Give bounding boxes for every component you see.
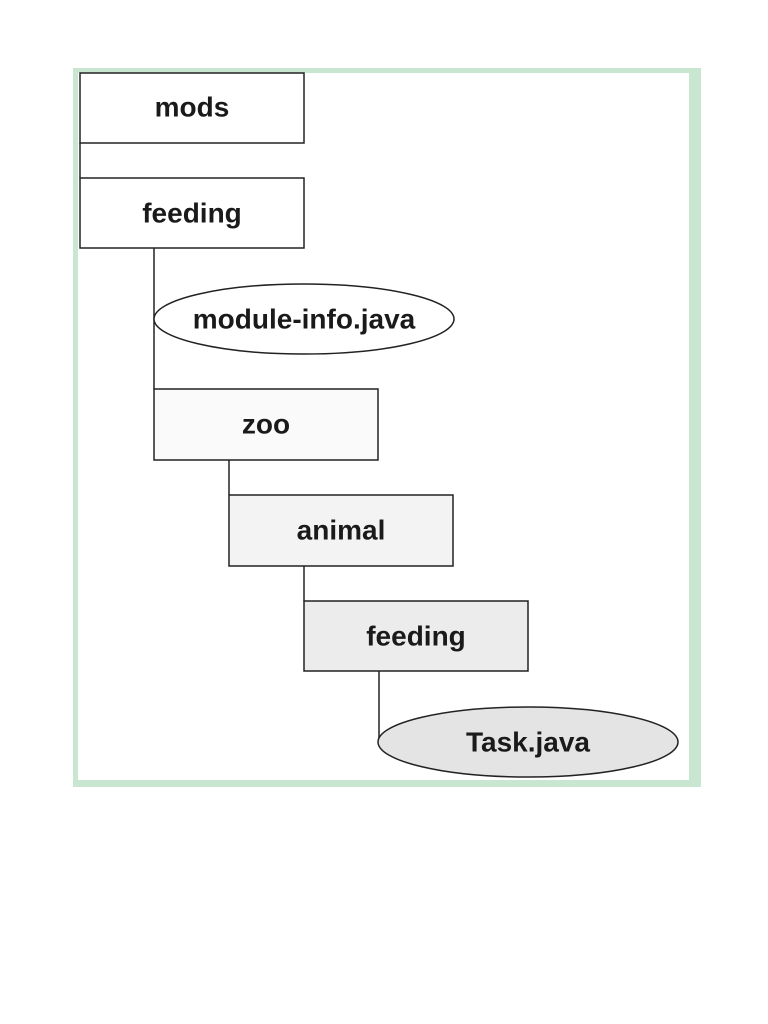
folder-box <box>79 177 305 249</box>
folder-node-mods: mods <box>79 72 305 144</box>
folder-box <box>303 600 529 672</box>
folder-box <box>79 72 305 144</box>
folder-label: mods <box>155 92 230 123</box>
file-label: module-info.java <box>193 304 416 335</box>
file-label: Task.java <box>466 727 590 758</box>
folder-label: feeding <box>142 198 242 229</box>
folder-label: zoo <box>242 409 290 440</box>
folder-box <box>153 388 379 461</box>
folder-box <box>228 494 454 567</box>
folder-label: animal <box>297 515 386 546</box>
file-node-task: Task.java <box>377 706 679 778</box>
folder-node-feeding-package: feeding <box>303 600 529 672</box>
folder-node-zoo: zoo <box>153 388 379 461</box>
file-ellipse <box>153 283 455 355</box>
file-ellipse <box>377 706 679 778</box>
file-node-module-info: module-info.java <box>153 283 455 355</box>
folder-node-feeding-module: feeding <box>79 177 305 249</box>
folder-label: feeding <box>366 621 466 652</box>
folder-node-animal: animal <box>228 494 454 567</box>
